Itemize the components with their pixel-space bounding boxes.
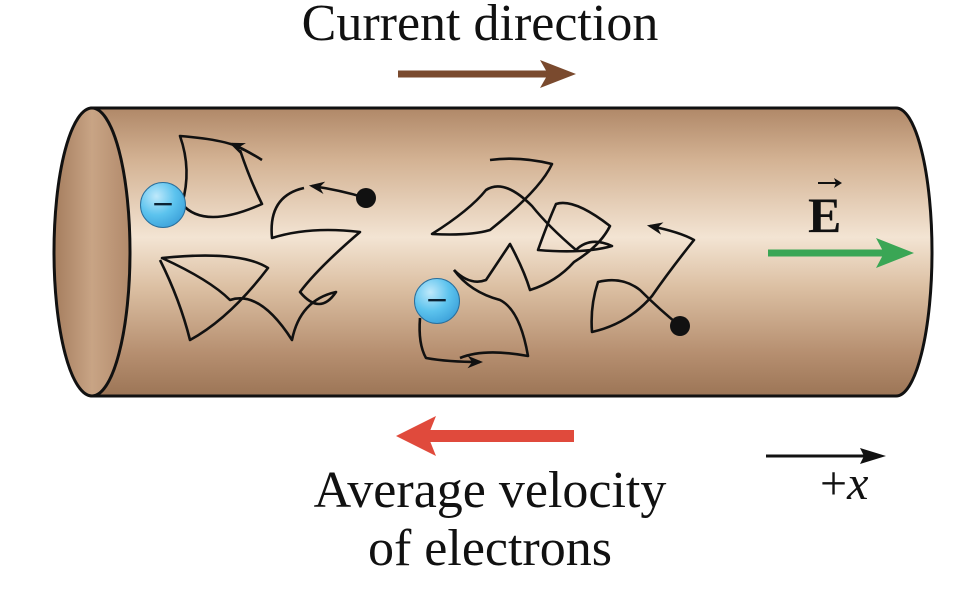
electron-icon: − xyxy=(140,182,186,228)
axis-var: x xyxy=(847,457,869,510)
wire-end-cap xyxy=(52,106,132,398)
electron-symbol: − xyxy=(425,282,449,316)
average-velocity-arrow xyxy=(396,416,574,456)
wire-body xyxy=(90,106,934,398)
axis-label: +x xyxy=(820,456,868,511)
electron-start-dot xyxy=(356,188,376,208)
vector-arrow-icon xyxy=(818,178,842,188)
electron-symbol: − xyxy=(151,186,175,220)
electron-icon: − xyxy=(414,278,460,324)
average-velocity-label: Average velocity of electrons xyxy=(230,462,750,578)
average-velocity-line1: Average velocity xyxy=(313,462,667,519)
positive-x-arrow xyxy=(766,448,886,464)
field-label: E xyxy=(808,187,842,243)
electron-path-right xyxy=(590,222,696,334)
electric-field-arrow xyxy=(768,238,914,268)
axis-sign: + xyxy=(820,457,848,510)
current-direction-label: Current direction xyxy=(301,0,659,52)
electron-path-center xyxy=(418,157,614,369)
current-direction-arrow xyxy=(398,60,576,88)
electron-start-dot xyxy=(670,316,690,336)
average-velocity-line2: of electrons xyxy=(367,520,612,577)
